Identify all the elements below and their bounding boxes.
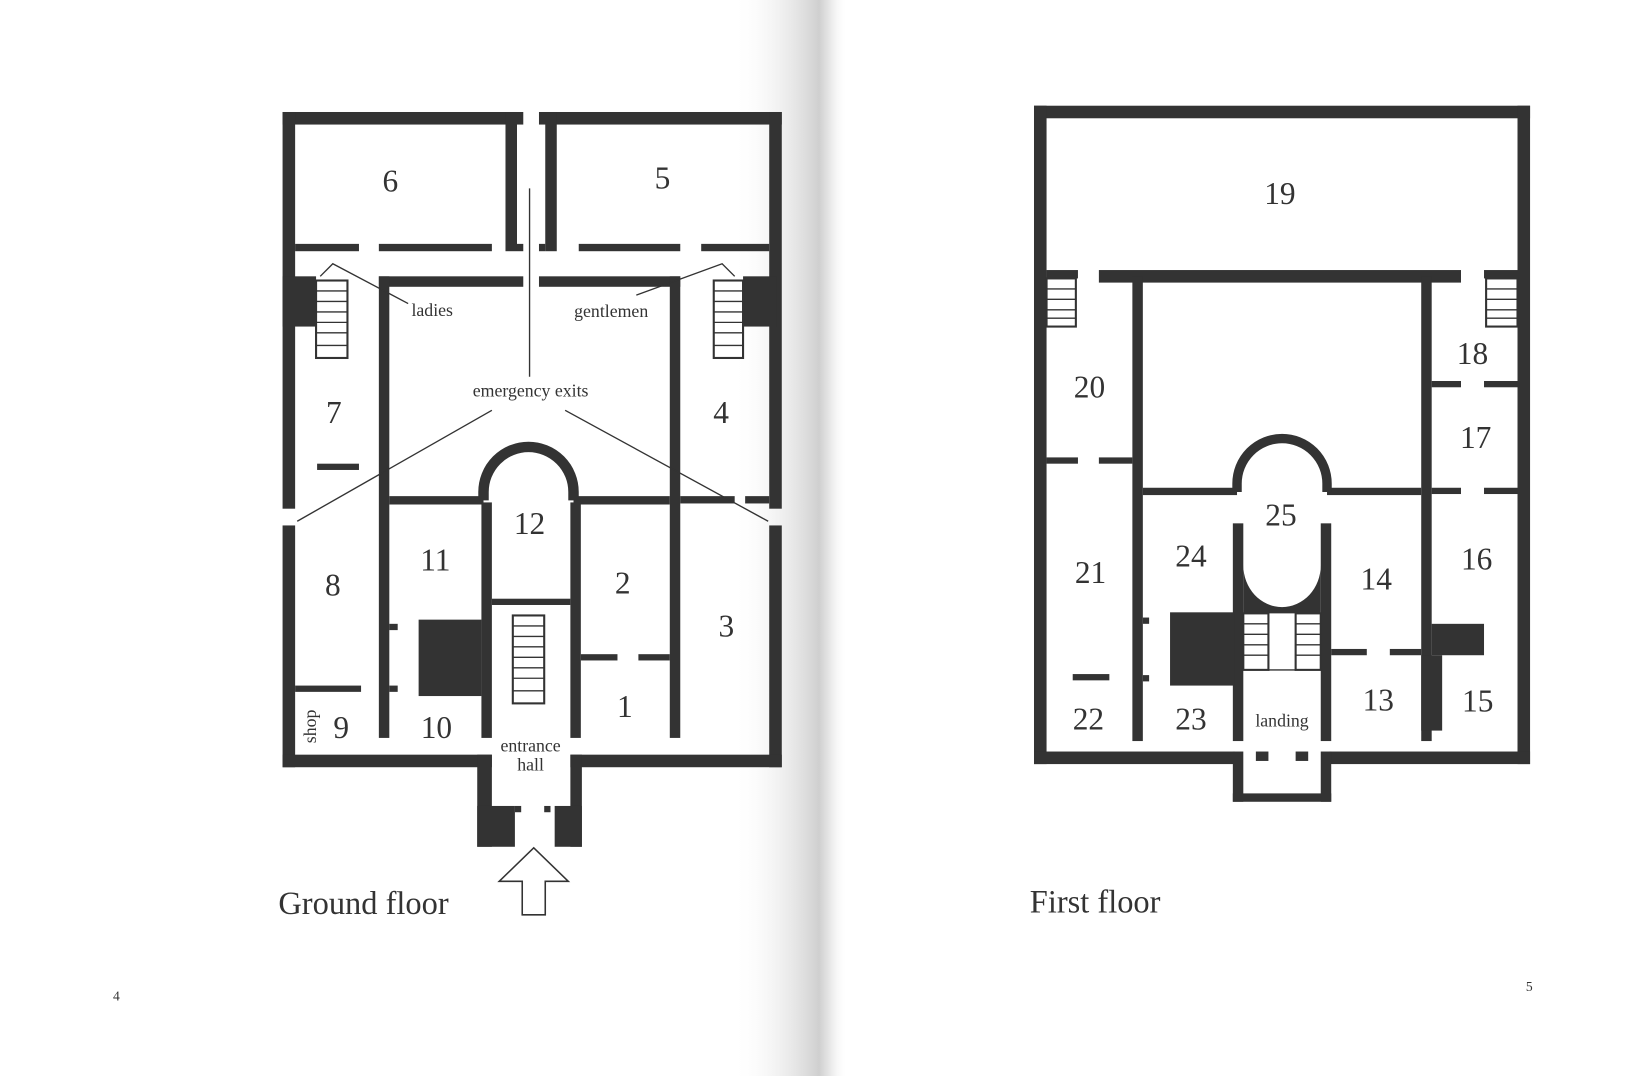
room-17-label: 17 (1460, 420, 1491, 455)
room-7-label: 7 (326, 395, 342, 430)
room-8-label: 8 (325, 568, 341, 603)
room-15-label: 15 (1462, 684, 1493, 719)
room-20-label: 20 (1074, 370, 1105, 405)
room-16-label: 16 (1461, 541, 1492, 576)
gentlemen-label: gentlemen (574, 301, 648, 321)
room-11-label: 11 (420, 542, 450, 577)
first-floor-plan: 19 20 18 17 25 24 21 14 16 13 15 22 23 l… (1030, 105, 1533, 994)
room-23-label: 23 (1175, 702, 1206, 737)
room-14-label: 14 (1361, 561, 1393, 596)
room-24-label: 24 (1175, 538, 1207, 573)
entrance-arrow-icon (497, 846, 571, 916)
first-floor-title: First floor (1030, 885, 1161, 921)
room-13-label: 13 (1363, 683, 1394, 718)
page-gutter-shadow (732, 0, 848, 1076)
shop-label: shop (300, 709, 320, 743)
room-1-label: 1 (617, 689, 633, 724)
room-18-label: 18 (1457, 336, 1488, 371)
stairs-left-icon (1045, 277, 1077, 328)
room-2-label: 2 (615, 565, 631, 600)
room-22-label: 22 (1073, 702, 1104, 737)
entrance-label: entrance (500, 736, 560, 756)
ground-floor-plan: 6 5 7 4 8 11 12 2 3 1 9 10 shop ladies g… (113, 111, 782, 1004)
ground-floor-title: Ground floor (278, 886, 448, 922)
room-4-label: 4 (713, 395, 729, 430)
room-21-label: 21 (1075, 555, 1106, 590)
emergency-exits-label: emergency exits (473, 381, 589, 401)
ladies-label: ladies (411, 300, 453, 320)
hall-label: hall (517, 754, 544, 774)
stairs-left-icon (315, 279, 349, 360)
room-10-label: 10 (421, 710, 452, 745)
page-number-right: 5 (1526, 979, 1533, 994)
room-19-label: 19 (1264, 176, 1295, 211)
stairs-right-icon (712, 279, 745, 360)
room-25-label: 25 (1265, 497, 1296, 532)
stairs-center-icon (1242, 612, 1322, 671)
stairs-center-icon (511, 614, 546, 705)
room-3-label: 3 (718, 608, 734, 643)
landing-label: landing (1255, 710, 1308, 730)
room-9-label: 9 (333, 710, 349, 745)
room-6-label: 6 (383, 164, 399, 199)
room-12-label: 12 (514, 506, 545, 541)
stairs-right-icon (1485, 277, 1519, 328)
room-5-label: 5 (655, 160, 671, 195)
page-number-left: 4 (113, 989, 120, 1004)
